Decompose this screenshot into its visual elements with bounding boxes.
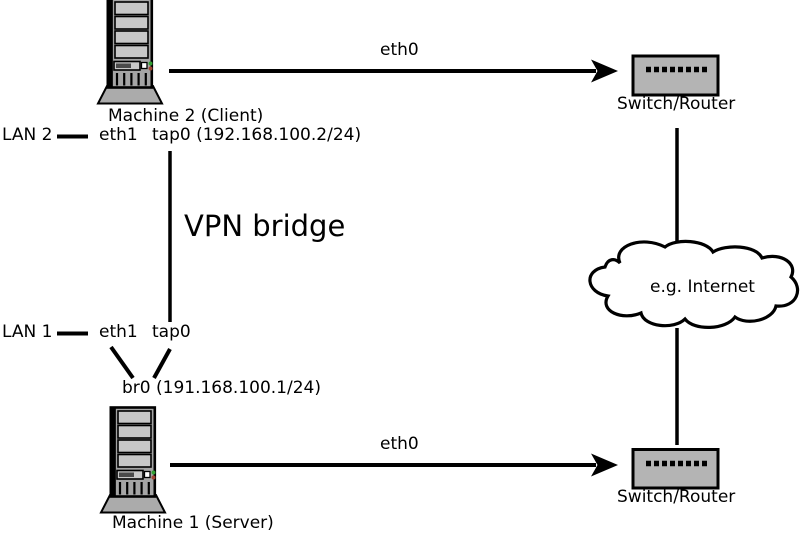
machine1-label: Machine 1 (Server): [112, 513, 274, 533]
eth0-arrow-top: [169, 59, 618, 83]
lan1-label: LAN 1: [2, 322, 53, 342]
eth0-arrow-bottom: [170, 453, 618, 477]
vpn-bridge-label: VPN bridge: [184, 209, 346, 243]
internet-cloud-label: e.g. Internet: [650, 277, 755, 297]
lan1-eth1-label: eth1: [99, 322, 138, 342]
br0-leg-eth1-line: [109, 345, 135, 380]
lan1-tap0-label: tap0: [152, 322, 191, 342]
machine1-tower-icon: [101, 408, 165, 513]
lan2-tap0-label: tap0 (192.168.100.2/24): [152, 125, 362, 145]
switch-router-top-icon: [631, 54, 720, 97]
machine2-tower-icon: [98, 0, 162, 104]
internet-cloud-icon: [588, 239, 800, 329]
switch-router-bottom-icon: [631, 448, 720, 490]
lan2-label: LAN 2: [2, 125, 53, 145]
switch-router-top-label: Switch/Router: [617, 94, 736, 114]
br0-leg-tap0-line: [152, 348, 172, 379]
eth0-top-label: eth0: [380, 40, 419, 60]
lan2-eth1-label: eth1: [99, 125, 138, 145]
br0-label: br0 (191.168.100.1/24): [122, 378, 321, 398]
machine2-label: Machine 2 (Client): [108, 106, 264, 126]
switch-router-bottom-label: Switch/Router: [617, 487, 736, 507]
eth0-bottom-label: eth0: [380, 434, 419, 454]
